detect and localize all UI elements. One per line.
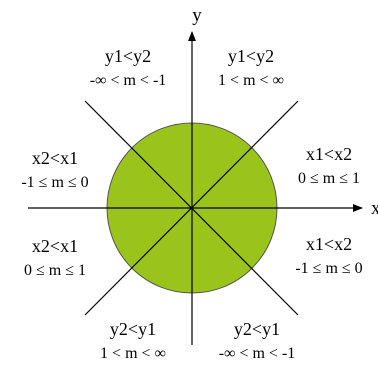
octant-bottom-left-condition: y2<y1 — [110, 319, 156, 339]
diagonal-negative-slope — [84, 100, 299, 316]
octant-right-lower-condition: x1<x2 — [306, 234, 352, 254]
y-axis-label: y — [192, 5, 202, 26]
octant-top-left-condition: y1<y2 — [105, 46, 151, 66]
octant-top-right-condition: y1<y2 — [228, 46, 274, 66]
octant-top-right-range: 1 < m < ∞ — [218, 72, 284, 89]
octant-bottom-left-range: 1 < m < ∞ — [100, 345, 166, 362]
x-axis-label: x — [371, 198, 378, 219]
octant-left-lower-range: 0 ≤ m ≤ 1 — [24, 262, 86, 279]
octant-right-upper-range: 0 ≤ m ≤ 1 — [298, 170, 360, 187]
octant-right-upper-condition: x1<x2 — [306, 144, 352, 164]
octant-left-lower-condition: x2<x1 — [32, 236, 78, 256]
octant-left-upper-condition: x2<x1 — [32, 148, 78, 168]
octant-bottom-right-range: -∞ < m < -1 — [219, 345, 296, 362]
octant-top-left-range: -∞ < m < -1 — [90, 72, 167, 89]
octant-left-upper-range: -1 ≤ m ≤ 0 — [21, 174, 88, 191]
octant-bottom-right-condition: y2<y1 — [234, 319, 280, 339]
octant-right-lower-range: -1 ≤ m ≤ 0 — [295, 260, 362, 277]
